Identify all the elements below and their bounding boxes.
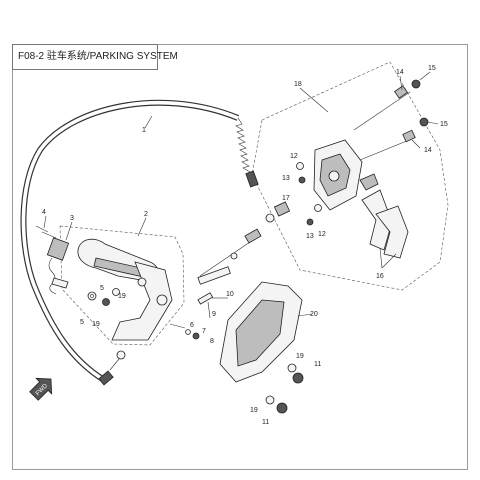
bolt-14-lower bbox=[359, 137, 415, 161]
callout-13a: 13 bbox=[282, 175, 290, 182]
caliper-assembly-boundary bbox=[251, 61, 449, 291]
callout-11b: 11 bbox=[262, 419, 269, 426]
callout-12b: 12 bbox=[318, 231, 326, 238]
callout-14a: 14 bbox=[396, 69, 404, 76]
linkage-rod bbox=[199, 241, 251, 277]
page-title: F08-2 驻车系统/PARKING SYSTEM bbox=[12, 44, 178, 70]
nut-13-lower bbox=[306, 218, 314, 226]
nut-8 bbox=[192, 332, 200, 340]
callout-17: 17 bbox=[282, 195, 290, 202]
washer-7 bbox=[185, 329, 191, 335]
callout-19b: 19 bbox=[92, 321, 100, 328]
callout-11a: 11 bbox=[314, 361, 321, 368]
washer-19-right bbox=[287, 363, 297, 373]
rod-washer bbox=[230, 252, 238, 260]
callout-12a: 12 bbox=[290, 153, 298, 160]
cable-spring bbox=[235, 117, 251, 173]
brake-pad-2 bbox=[375, 205, 409, 259]
clevis-pin bbox=[51, 277, 69, 289]
callout-6: 6 bbox=[190, 322, 194, 329]
callout-10: 10 bbox=[226, 291, 234, 298]
callout-8: 8 bbox=[210, 338, 214, 345]
callout-16: 16 bbox=[376, 273, 384, 280]
callout-15a: 15 bbox=[428, 65, 436, 72]
bolt-14-upper bbox=[353, 91, 411, 131]
callout-5b: 5 bbox=[80, 319, 84, 326]
caliper-bore bbox=[328, 170, 340, 182]
washer-5-inner bbox=[90, 294, 94, 298]
callout-15b: 15 bbox=[440, 121, 448, 128]
callout-3: 3 bbox=[70, 215, 74, 222]
callout-19c: 19 bbox=[296, 353, 304, 360]
bolt-6 bbox=[169, 323, 186, 329]
nut-13-upper bbox=[298, 176, 306, 184]
pedal-assembly-boundary bbox=[59, 225, 185, 346]
callout-19d: 19 bbox=[250, 407, 258, 414]
forward-arrow-badge: FWD bbox=[29, 377, 53, 401]
cable-lower-eye bbox=[116, 350, 126, 360]
washer-17 bbox=[265, 213, 275, 223]
callout-9: 9 bbox=[212, 311, 216, 318]
bolt-11-bottom bbox=[276, 402, 288, 414]
lever-bracket bbox=[111, 261, 173, 341]
nut-15-upper bbox=[411, 79, 421, 89]
cable-end-fitting bbox=[245, 170, 259, 188]
adjuster bbox=[244, 228, 262, 244]
callout-19a: 19 bbox=[118, 293, 126, 300]
callout-2: 2 bbox=[144, 211, 148, 218]
pad-spring bbox=[359, 173, 379, 191]
callout-14b: 14 bbox=[424, 147, 432, 154]
bolt-14-lower-head bbox=[402, 129, 416, 143]
washer-19-bottom bbox=[265, 395, 275, 405]
callout-13b: 13 bbox=[306, 233, 314, 240]
bolt-11-right bbox=[292, 372, 304, 384]
washer-12-upper bbox=[296, 162, 304, 170]
nut-19 bbox=[102, 298, 110, 306]
clevis-17 bbox=[273, 201, 291, 217]
lever-pivot bbox=[156, 294, 168, 306]
callout-5a: 5 bbox=[100, 285, 104, 292]
callout-7: 7 bbox=[202, 328, 206, 335]
callout-18: 18 bbox=[294, 81, 302, 88]
washer-5b bbox=[112, 288, 120, 296]
callout-20: 20 bbox=[310, 311, 318, 318]
diagram-frame bbox=[12, 44, 468, 470]
cable-lower-fitting bbox=[98, 370, 114, 386]
screw-4b bbox=[41, 231, 57, 239]
spring-clip bbox=[48, 257, 57, 295]
screw-4 bbox=[35, 225, 49, 233]
brake-guard-face bbox=[235, 299, 285, 367]
bolt-14-upper-head bbox=[394, 85, 408, 99]
pin-10 bbox=[197, 292, 214, 305]
brake-cable-inner bbox=[21, 100, 239, 382]
washer-12-lower bbox=[314, 204, 322, 212]
washer-5 bbox=[87, 291, 97, 301]
callout-4: 4 bbox=[42, 209, 46, 216]
lever-pivot-2 bbox=[137, 277, 147, 287]
nut-15-lower bbox=[419, 117, 429, 127]
brake-pad-1 bbox=[361, 189, 393, 251]
cable-bracket bbox=[46, 237, 70, 261]
cable-lower-rod bbox=[109, 358, 120, 371]
rod-end-bolt bbox=[197, 266, 231, 285]
callout-1: 1 bbox=[142, 127, 146, 134]
